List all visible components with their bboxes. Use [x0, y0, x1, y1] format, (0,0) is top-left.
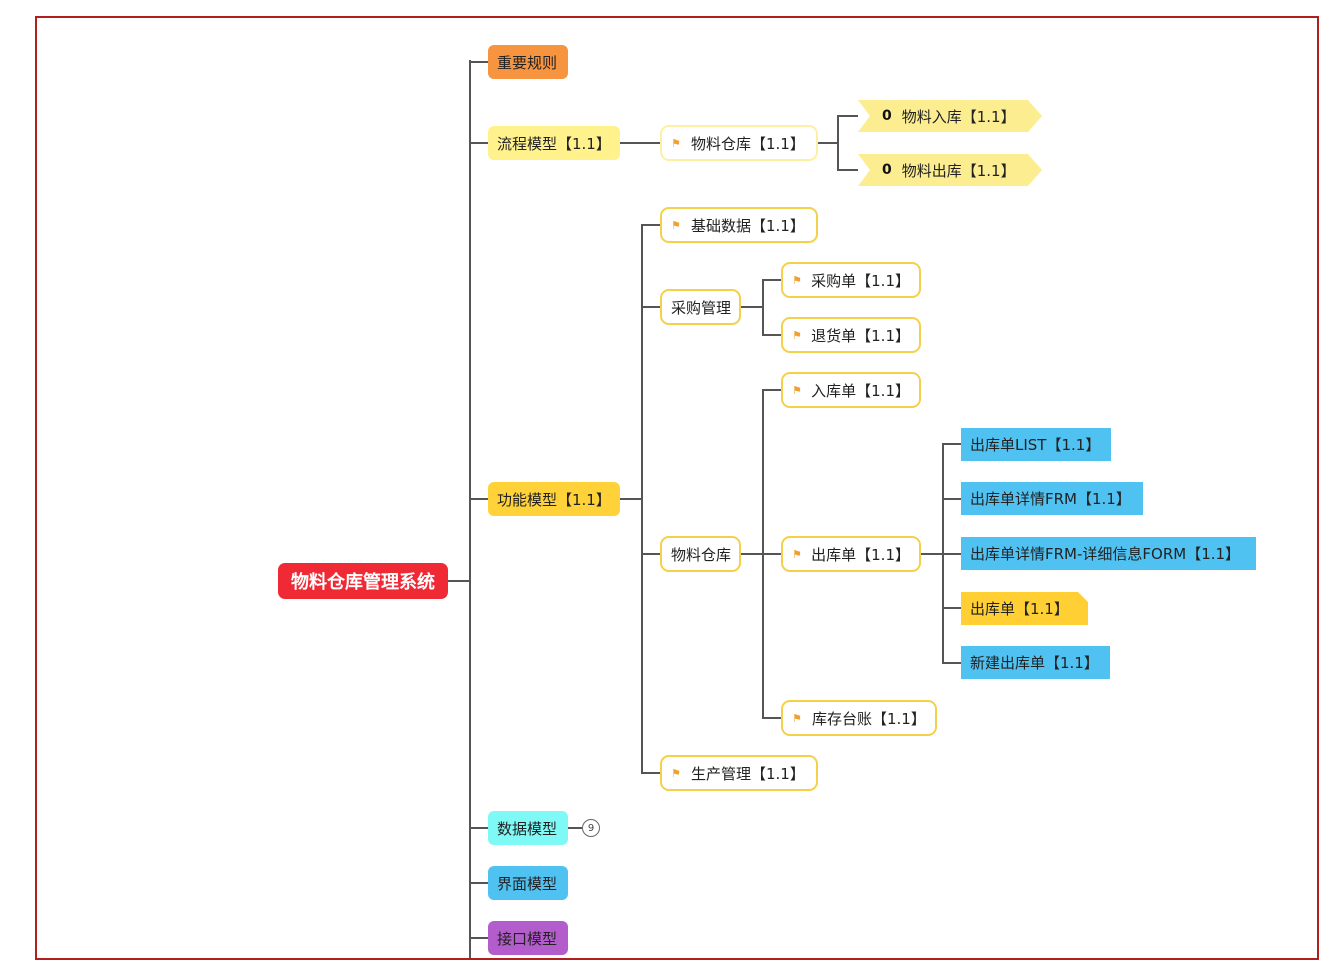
node-label: 入库单【1.1】 — [811, 381, 910, 400]
node-outbound-detail-frm[interactable]: 出库单详情FRM【1.1】 — [961, 482, 1143, 515]
node-label: 基础数据【1.1】 — [691, 216, 805, 235]
node-label: 退货单【1.1】 — [811, 326, 910, 345]
node-interface-model[interactable]: 接口模型 — [488, 921, 568, 955]
node-label: 采购单【1.1】 — [811, 271, 910, 290]
node-outbound-order-leaf[interactable]: 出库单【1.1】 — [961, 592, 1088, 625]
root-node[interactable]: 物料仓库管理系统 — [278, 563, 448, 599]
node-purchase-management[interactable]: 采购管理 — [660, 289, 741, 325]
node-purchase-order[interactable]: ⚑ 采购单【1.1】 — [781, 262, 921, 298]
node-outbound-list[interactable]: 出库单LIST【1.1】 — [961, 428, 1111, 461]
flag-icon: ⚑ — [792, 547, 802, 561]
flag-icon: ⚑ — [671, 136, 681, 150]
node-label: 物料入库【1.1】 — [901, 107, 1016, 126]
node-label: 物料出库【1.1】 — [901, 161, 1016, 180]
node-material-inbound[interactable]: 0 物料入库【1.1】 — [858, 100, 1042, 132]
node-production-management[interactable]: ⚑ 生产管理【1.1】 — [660, 755, 818, 791]
node-ui-model[interactable]: 界面模型 — [488, 866, 568, 900]
node-label: 库存台账【1.1】 — [812, 709, 926, 728]
flag-icon: ⚑ — [792, 711, 802, 725]
connector-lines — [448, 60, 961, 958]
node-label: 出库单【1.1】 — [811, 545, 910, 564]
flag-icon: ⚑ — [671, 766, 681, 780]
collapsed-count-badge[interactable]: 9 — [582, 819, 600, 837]
mindmap-canvas: 物料仓库管理系统 重要规则 流程模型【1.1】 功能模型【1.1】 数据模型 9… — [35, 16, 1319, 960]
node-inventory-ledger[interactable]: ⚑ 库存台账【1.1】 — [781, 700, 937, 736]
flag-icon: ⚑ — [792, 328, 802, 342]
node-new-outbound-order[interactable]: 新建出库单【1.1】 — [961, 646, 1110, 679]
flag-icon: ⚑ — [671, 218, 681, 232]
marker-zero: 0 — [882, 162, 892, 178]
marker-zero: 0 — [882, 108, 892, 124]
flag-icon: ⚑ — [792, 273, 802, 287]
node-process-warehouse[interactable]: ⚑ 物料仓库【1.1】 — [660, 125, 818, 161]
node-outbound-detail-form[interactable]: 出库单详情FRM-详细信息FORM【1.1】 — [961, 537, 1256, 570]
node-inbound-order[interactable]: ⚑ 入库单【1.1】 — [781, 372, 921, 408]
flag-icon: ⚑ — [792, 383, 802, 397]
node-function-model[interactable]: 功能模型【1.1】 — [488, 482, 620, 516]
node-data-model[interactable]: 数据模型 — [488, 811, 568, 845]
node-process-model[interactable]: 流程模型【1.1】 — [488, 126, 620, 160]
node-material-outbound[interactable]: 0 物料出库【1.1】 — [858, 154, 1042, 186]
node-important-rules[interactable]: 重要规则 — [488, 45, 568, 79]
node-basic-data[interactable]: ⚑ 基础数据【1.1】 — [660, 207, 818, 243]
node-label: 物料仓库【1.1】 — [691, 134, 805, 153]
node-outbound-order[interactable]: ⚑ 出库单【1.1】 — [781, 536, 921, 572]
node-function-warehouse[interactable]: 物料仓库 — [660, 536, 741, 572]
node-return-order[interactable]: ⚑ 退货单【1.1】 — [781, 317, 921, 353]
node-label: 生产管理【1.1】 — [691, 764, 805, 783]
